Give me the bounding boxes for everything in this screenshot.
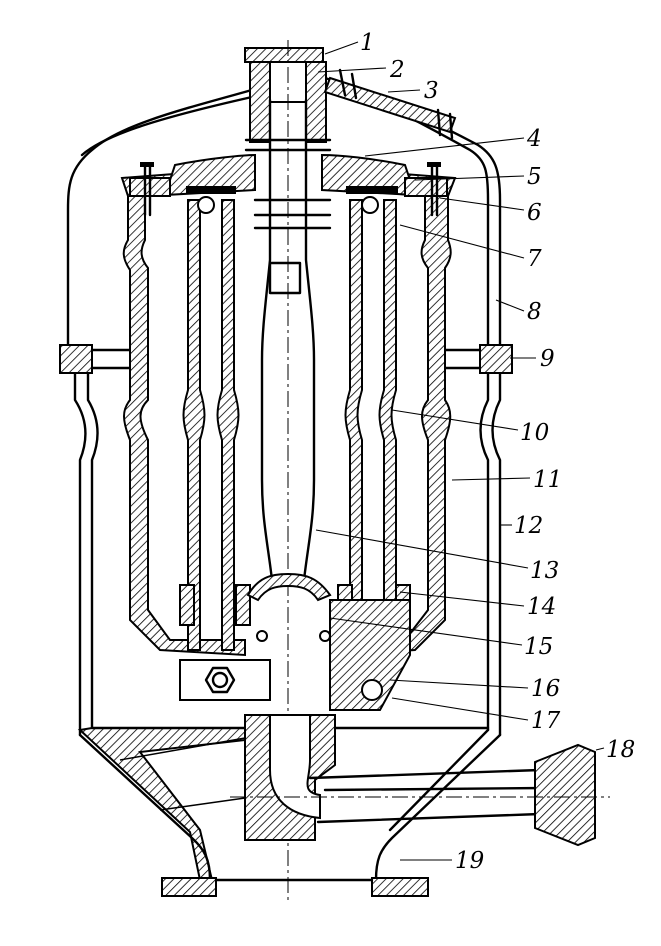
callout-2: 2 (389, 57, 405, 83)
callout-3: 3 (424, 78, 439, 104)
callout-18: 18 (606, 737, 635, 763)
cover-plate (129, 153, 448, 217)
callout-labels: 1 2 3 4 5 6 7 8 9 10 11 12 13 14 15 16 1… (360, 30, 635, 874)
callout-14: 14 (527, 594, 556, 620)
callout-11: 11 (533, 467, 562, 493)
base-flange (161, 877, 429, 897)
callout-4: 4 (526, 126, 542, 152)
callout-5: 5 (527, 164, 542, 190)
callout-1: 1 (360, 30, 375, 56)
callout-9: 9 (540, 346, 555, 372)
lower-fittings (179, 572, 411, 711)
callout-10: 10 (520, 420, 549, 446)
callout-8: 8 (527, 299, 542, 325)
callout-13: 13 (530, 558, 559, 584)
callout-17: 17 (531, 708, 561, 734)
callout-7: 7 (527, 246, 542, 272)
callout-6: 6 (527, 200, 542, 226)
left-filter-tube (182, 186, 240, 651)
callout-15: 15 (524, 634, 553, 660)
bottom-cone (77, 726, 502, 882)
callout-16: 16 (531, 676, 560, 702)
callout-12: 12 (514, 513, 543, 539)
outlet-pipe (230, 714, 610, 847)
leader-lines (315, 41, 605, 861)
callout-19: 19 (455, 848, 484, 874)
